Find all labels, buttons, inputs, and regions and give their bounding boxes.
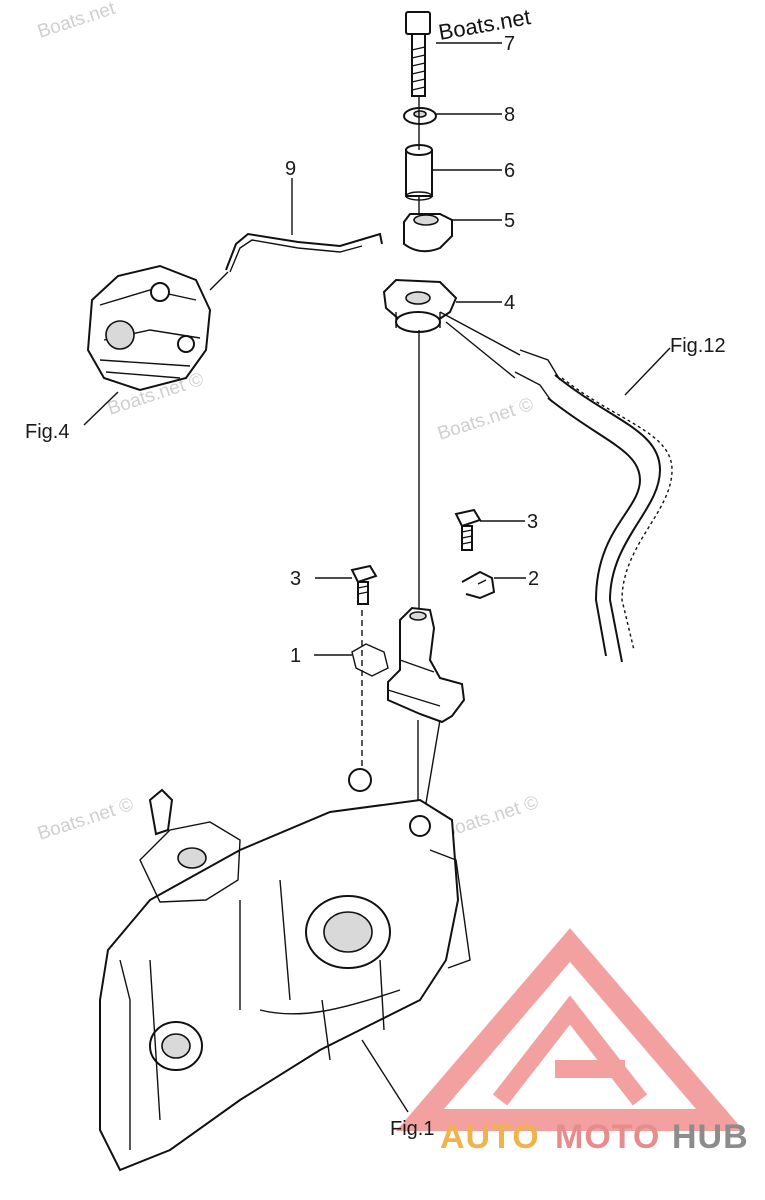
callout-number-2: 2 [528,568,539,590]
fig-ref-1: Fig.1 [390,1118,434,1140]
logo-text-auto: AUTO [440,1118,540,1156]
part-7-bolt [405,11,431,97]
watermark-top: Boats.net [437,4,533,45]
part-9-link-rod [225,232,383,273]
part-8-washer [403,107,437,125]
throttle-cables [439,311,673,663]
part-6-collar [405,144,433,201]
part-4-pulley [382,278,458,333]
logo-text-moto: MOTO [555,1118,660,1156]
callout-leader [624,347,671,396]
part-3-bolt-left [350,564,378,605]
part-3-bolt-right [454,508,482,551]
callout-number-1: 1 [290,645,301,667]
part-2-clip [461,570,496,600]
callout-number-6: 6 [504,160,515,182]
part-1-bracket [351,606,466,724]
watermark-text: Boats.net [35,0,119,43]
callout-number-3-left: 3 [290,568,301,590]
watermark-text: Boats.net © [35,794,136,845]
watermark-text: Boats.net © [435,394,536,445]
callout-number-8: 8 [504,104,515,126]
callout-leader [361,1039,409,1113]
autmotohub-logo-mark [396,928,744,1131]
callout-number-3-right: 3 [527,511,538,533]
part-5-cap [403,213,453,253]
callout-number-7: 7 [504,33,515,55]
fig-ref-12: Fig.12 [670,335,726,357]
watermark-text: Boats.net © [440,792,541,843]
callout-number-9: 9 [285,158,296,180]
assembly-guide-line [417,719,441,816]
callout-number-4: 4 [504,292,515,314]
fig-ref-4: Fig.4 [25,421,69,443]
intake-manifold-assembly [99,768,471,1172]
logo-text-hub: HUB [672,1118,749,1156]
carburetor-assembly [86,264,229,392]
callout-leader [83,391,119,426]
callout-number-5: 5 [504,210,515,232]
